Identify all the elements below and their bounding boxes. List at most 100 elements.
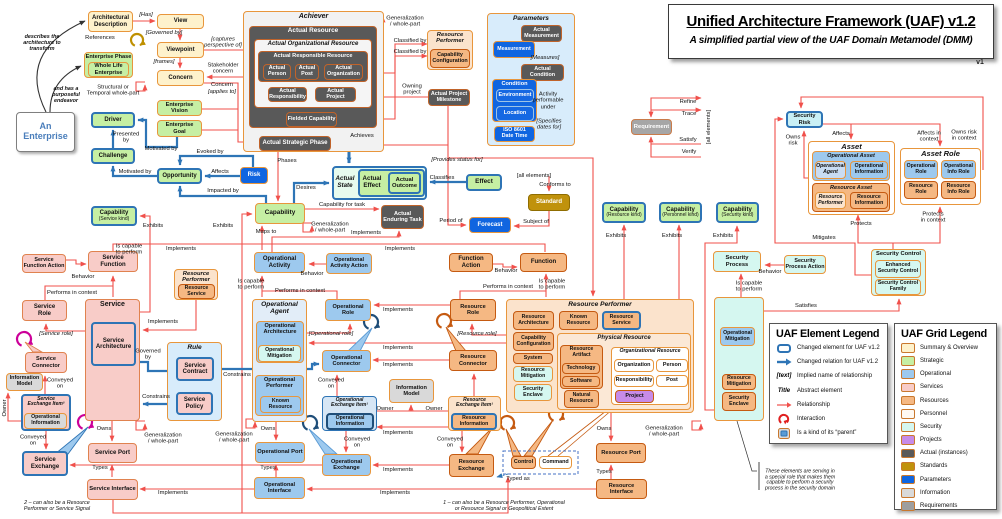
edge-label: Trace	[681, 110, 697, 117]
capability: Capability	[255, 203, 305, 224]
edge-label: Conforms to	[539, 181, 571, 188]
interaction-curl-icon	[129, 32, 146, 47]
service-policy: Service Policy	[176, 392, 213, 415]
operational-port: Operational Port	[255, 442, 305, 463]
edge-label: Governed by	[135, 348, 161, 361]
effect: Effect	[466, 174, 502, 191]
operational-connector: Operational Connector	[322, 350, 371, 372]
service-exchange-label: Service Exchange	[30, 457, 60, 470]
known-resource-oa-label: Known Resource	[268, 397, 293, 410]
operational-mitigation-sec-label: Operational Mitigation	[723, 329, 752, 342]
resource-performer-top-label: Resource Performer	[436, 32, 464, 45]
service-port: Service Port	[88, 443, 137, 463]
legend-item-label: Changed element for UAF v1.2	[797, 345, 880, 351]
capability-resource-kind-sublabel: (Resource kind)	[606, 212, 642, 219]
actual-enduring-task: Actual Enduring Task	[381, 205, 424, 229]
grid-legend-label: Projects	[920, 437, 942, 444]
actual-responsibility: Actual Responsibility	[268, 87, 307, 102]
interaction-curl-icon	[76, 413, 95, 430]
callout-wedge	[24, 341, 44, 353]
grid-legend-item: Strategic	[901, 356, 992, 366]
uaf-element-legend-title: UAF Element Legend	[776, 328, 880, 340]
project: Project	[615, 390, 654, 403]
operational-activity: Operational Activity	[254, 252, 305, 273]
system: System	[513, 353, 553, 364]
color-swatch	[901, 435, 915, 445]
information-model-svc-label: Information Model	[9, 375, 40, 387]
iso-8601-date-time-label: ISO 8601 Date Time	[501, 127, 528, 139]
edge-87	[137, 117, 179, 149]
edge-31	[112, 243, 546, 252]
challenge-label: Challenge	[98, 152, 128, 159]
legend-item-label: Is a kind of its “parent”	[797, 430, 857, 437]
legend-item-changed-element: Changed element for UAF v1.2	[776, 343, 883, 353]
system-label: System	[523, 354, 543, 361]
actual-post-label: Actual Post	[298, 65, 316, 77]
edge-label: Affects in context	[917, 130, 941, 143]
edge-label: References	[85, 34, 115, 41]
technology-label: Technology	[566, 364, 596, 371]
edge-40	[5, 392, 21, 422]
service-function-action: Service Function Action	[22, 254, 66, 273]
edge-label: Conveyed on	[46, 377, 74, 390]
edge-label: Period of	[439, 217, 463, 224]
organization: Organization	[614, 359, 654, 372]
view: View	[157, 14, 204, 29]
resource-exchange-label: Resource Exchange	[458, 459, 485, 472]
edge-label: Behavior	[758, 268, 782, 275]
edge-label: Exhibits	[605, 232, 627, 239]
information-model-svc: Information Model	[6, 373, 43, 391]
actual-responsibility-label: Actual Responsibility	[269, 87, 306, 100]
service-interface-label: Service Interface	[89, 486, 136, 493]
requirement: Requirement	[631, 119, 672, 135]
edge-label: [all elements]	[516, 172, 552, 179]
concern: Concern	[157, 70, 204, 86]
rule-label: Rule	[187, 344, 202, 351]
operational-connector-label: Operational Connector	[330, 354, 363, 367]
organization-label: Organization	[617, 361, 651, 368]
operational-mitigation-oa: Operational Mitigation	[258, 345, 301, 362]
service-exchange: Service Exchange	[22, 451, 68, 476]
capability-configuration-rp: Capability Configuration	[513, 332, 554, 351]
grid-legend-label: Summary & Overview	[920, 344, 979, 351]
risk-label: Risk	[247, 172, 261, 179]
edge-label: v1	[976, 59, 984, 67]
security-control-family: Security Control Family	[875, 279, 921, 295]
actual-measurement: Actual Measurement	[521, 25, 562, 42]
capability-configuration-top-label: Capability Configuration	[432, 51, 468, 64]
software-label: Software	[570, 377, 592, 384]
operational-interface-label: Operational Interface	[263, 481, 296, 494]
typed-as-dashed-group	[502, 450, 579, 475]
edge-label: Generalization / whole-part	[645, 425, 683, 438]
enterprise-vision-label: Enterprise Vision	[165, 101, 194, 114]
edge-label: Behavior	[71, 273, 95, 280]
resource-info-role-asset-label: Resource Info Role	[946, 183, 971, 195]
edge-label: Performs in context	[483, 283, 533, 290]
forecast-label: Forecast	[477, 221, 503, 228]
uaf-grid-legend-title: UAF Grid Legend	[901, 328, 987, 340]
environment-label: Environment	[498, 91, 532, 98]
legend-item-label: Interaction	[797, 415, 826, 422]
color-swatch	[901, 501, 915, 511]
security-control-label: Security Control	[875, 251, 922, 257]
resource-interface: Resource Interface	[596, 479, 647, 499]
edge-label: Performs in context	[275, 287, 325, 294]
actual-responsible-resource-label: Actual Responsible Resource	[273, 53, 353, 59]
person-label: Person	[662, 361, 682, 368]
actual-outcome-label: Actual Outcome	[391, 176, 418, 189]
service-role: Service Role	[22, 300, 67, 321]
edge-38	[142, 300, 197, 333]
grid-legend-item: Security	[901, 422, 992, 432]
edge-label: Types	[260, 464, 276, 471]
enterprise-goal-label: Enterprise Goal	[165, 122, 194, 135]
operational-agent-asset-label: Operational Agent	[816, 163, 845, 175]
edge-label: Owns	[260, 425, 276, 432]
operational-information-sei: Operational Information	[24, 413, 67, 429]
edge-label: Implements	[148, 318, 178, 325]
grid-legend-item: Operational	[901, 369, 992, 379]
resource-role-asset: Resource Role	[904, 181, 938, 199]
driver-label: Driver	[104, 116, 122, 123]
control-label: Control	[513, 458, 534, 465]
parameters-label: Parameters	[513, 15, 549, 22]
